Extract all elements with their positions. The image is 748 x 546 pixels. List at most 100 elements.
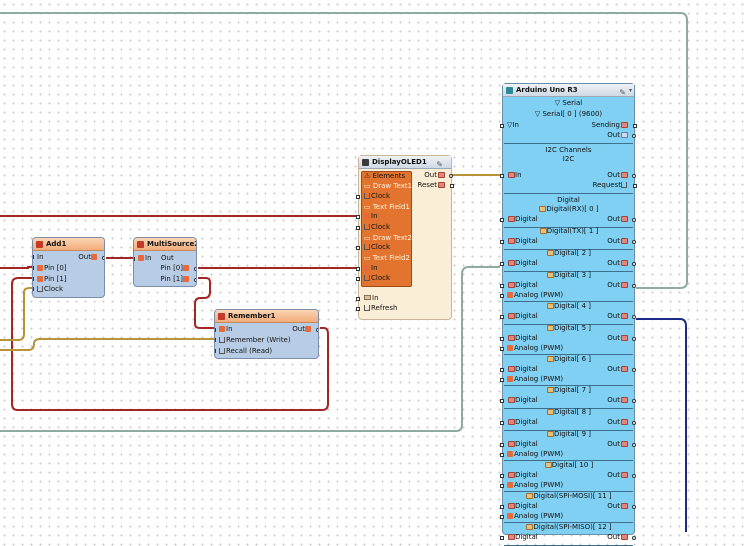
digital-group-label: Digital [557,196,580,204]
oled-refresh-pin[interactable] [356,307,360,311]
digital-in-pin[interactable] [500,536,504,540]
clock-icon [364,244,370,250]
multisource-pin1-label: Pin [1] [160,275,190,284]
digital-out-pin[interactable] [632,315,636,319]
multisource-out-label: Out [161,254,174,262]
clock-icon [364,224,370,230]
oled-clock2-pin[interactable] [356,226,360,230]
multisource-header[interactable]: MultiSource2 [134,238,196,251]
oled-clock3-pin[interactable] [356,246,360,250]
remember-header[interactable]: Remember1 [215,310,318,323]
digital-out-icon [621,366,628,372]
digital-in-pin[interactable] [500,443,504,447]
digital-out-pin[interactable] [632,218,636,222]
digital-out-icon [621,313,628,319]
digital-in-pin[interactable] [500,284,504,288]
digital-out-pin[interactable] [632,240,636,244]
digital-out-pin[interactable] [632,368,636,372]
digital-out-label: Out [607,334,628,343]
oled-component[interactable]: DisplayOLED1✎ ⚠ Elements ▭ Draw Text1 Cl… [356,155,454,320]
analog-in-pin[interactable] [500,294,504,298]
wire-red-ms-pin1[interactable] [194,277,214,329]
wire-gray-top[interactable] [0,12,688,289]
add-header[interactable]: Add1 [33,238,104,251]
digital-in-pin[interactable] [500,399,504,403]
wire-gray-bottom[interactable] [0,266,500,432]
i2c-out-pin[interactable] [632,174,636,178]
analog-in-pin[interactable] [500,378,504,382]
digital-in-icon [508,419,515,425]
multisource-component[interactable]: MultiSource2 In Out Pin [0] Pin [1] [133,237,197,287]
digital-out-pin[interactable] [632,399,636,403]
analog-icon [507,482,513,488]
add-pin0-pin[interactable] [33,266,34,270]
add-component[interactable]: Add1 In Pin [0] Pin [1] Clock Out [32,237,105,298]
wrench-icon[interactable]: ✎ [619,88,626,97]
arduino-component[interactable]: Arduino Uno R3✎▾ ▽ Serial ▽ Serial[ 0 ] … [500,83,637,546]
digital-in-pin[interactable] [500,315,504,319]
remember-component[interactable]: Remember1 In Out Remember (Write) Recall… [214,309,319,359]
analog-in-pin[interactable] [500,484,504,488]
analog-in-pin[interactable] [500,347,504,351]
oled-in3-pin[interactable] [356,297,360,301]
group-divider [504,324,633,325]
digital-channel-icon [546,409,554,415]
oled-in2-pin[interactable] [356,267,360,271]
serial-sending-label: Sending [592,121,628,130]
oled-reset-pin[interactable] [450,184,454,188]
wire-gold-remember[interactable] [0,338,214,351]
serial-out-pin[interactable] [632,134,636,138]
add-clock-pin[interactable] [33,287,34,291]
digital-in-pin[interactable] [500,421,504,425]
multisource-pin1-pin[interactable] [194,278,196,282]
wire-red-remember-loop[interactable] [11,277,329,411]
i2c-in-pin[interactable] [500,174,504,178]
digital-out-pin[interactable] [632,262,636,266]
wrench-icon[interactable]: ✎ [436,160,443,169]
digital-in-pin[interactable] [500,240,504,244]
wire-navy-digital4[interactable] [636,318,687,532]
chevron-down-icon[interactable]: ▾ [628,87,632,94]
remember-write-pin[interactable] [215,338,216,342]
wire-gold-clock[interactable] [0,287,32,341]
i2c-request-pin[interactable] [633,184,637,188]
oled-in1-pin[interactable] [356,215,360,219]
digital-out-pin[interactable] [632,443,636,447]
digital-in-pin[interactable] [500,218,504,222]
digital-out-icon [621,503,628,509]
remember-out-pin[interactable] [316,328,318,332]
oled-clock1-pin[interactable] [356,195,360,199]
serial-sending-pin[interactable] [633,124,637,128]
multisource-pin0-pin[interactable] [194,267,196,271]
digital-in-pin[interactable] [500,474,504,478]
digital-out-pin[interactable] [632,284,636,288]
wire-red-add-pin0[interactable] [0,266,32,269]
digital-out-pin[interactable] [632,421,636,425]
digital-out-pin[interactable] [632,536,636,540]
digital-in-pin[interactable] [500,337,504,341]
add-out-pin[interactable] [102,256,104,260]
oled-out-pin[interactable] [449,174,453,178]
remember-read-pin[interactable] [215,349,216,353]
multisource-in-pin[interactable] [134,257,135,261]
add-in-pin[interactable] [33,255,34,259]
digital-channel-icon [526,524,534,530]
group-divider [504,522,633,523]
oled-clock4-pin[interactable] [356,277,360,281]
digital-out-pin[interactable] [632,474,636,478]
digital-in-pin[interactable] [500,262,504,266]
arduino-header[interactable]: Arduino Uno R3✎▾ [503,84,634,97]
digital-in-pin[interactable] [500,368,504,372]
oled-header[interactable]: DisplayOLED1✎ [359,156,451,169]
digital-out-pin[interactable] [632,505,636,509]
remember-in-label: In [219,325,233,334]
serial-in-pin[interactable] [500,124,504,128]
digital-in-pin[interactable] [500,505,504,509]
analog-in-pin[interactable] [500,515,504,519]
digital-out-pin[interactable] [632,337,636,341]
remember-in-pin[interactable] [215,328,216,332]
digital-channel-icon [546,387,554,393]
add-pin1-pin[interactable] [33,277,34,281]
analog-in-pin[interactable] [500,453,504,457]
serial-out-icon [621,132,628,138]
